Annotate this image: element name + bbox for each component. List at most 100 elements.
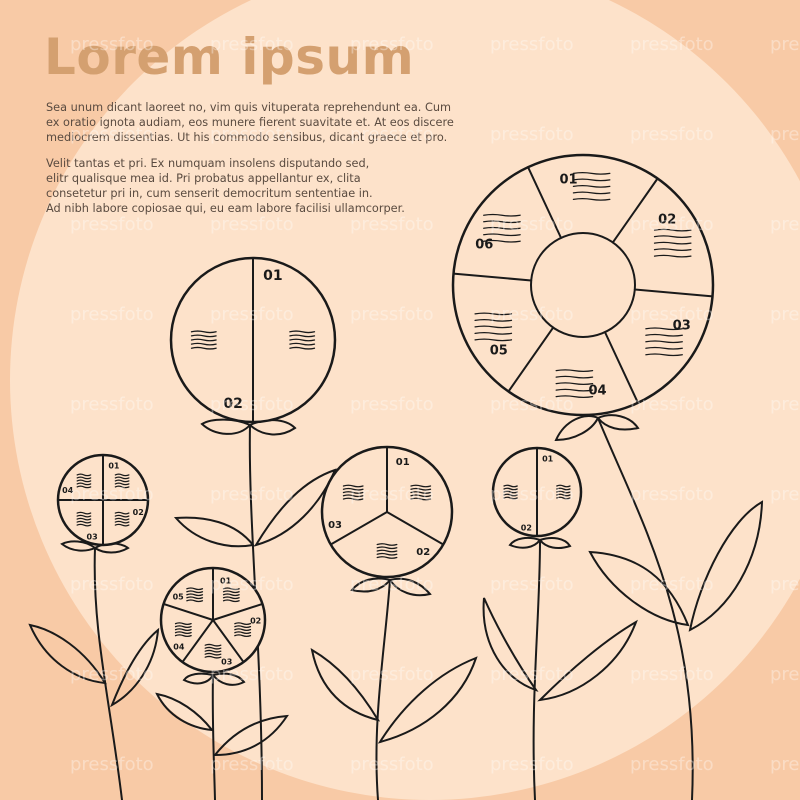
text-squiggle (186, 590, 204, 594)
flower-center (530, 232, 636, 338)
segment-divider (329, 511, 388, 546)
page-title: Lorem ipsum (44, 28, 415, 86)
watermark: pressfoto (350, 394, 434, 415)
text-squiggle (234, 625, 252, 629)
text-squiggle (474, 331, 513, 335)
text-squiggle (186, 593, 204, 597)
text-squiggle (76, 473, 92, 477)
watermark: pressfoto (350, 574, 434, 595)
text-squiggle (190, 346, 217, 350)
segment-label: 01 (396, 457, 410, 468)
text-squiggle (174, 634, 192, 638)
text-squiggle (376, 546, 398, 550)
text-squiggle (289, 330, 316, 334)
text-squiggle (645, 346, 683, 350)
watermark: pressfoto (630, 484, 714, 505)
text-squiggle (645, 327, 683, 331)
watermark: pressfoto (350, 664, 434, 685)
text-squiggle (572, 197, 611, 201)
watermark: pressfoto (490, 394, 574, 415)
text-squiggle (234, 634, 252, 638)
watermark: pressfoto (210, 214, 294, 235)
segment-label: 02 (416, 547, 430, 558)
watermark: pressfoto (70, 214, 154, 235)
text-squiggle (572, 191, 611, 195)
text-squiggle (204, 649, 222, 653)
text-squiggle (572, 171, 611, 175)
segment-divider (452, 272, 533, 282)
watermark: pressfoto (490, 124, 574, 145)
text-squiggle (555, 375, 594, 379)
segment-divider (507, 326, 555, 393)
segment-label: 02 (521, 523, 532, 532)
segment-divider (603, 331, 639, 404)
text-squiggle (503, 484, 518, 488)
text-squiggle (653, 254, 692, 258)
text-squiggle (555, 395, 594, 399)
text-squiggle (204, 655, 222, 659)
watermark: pressfoto (490, 664, 574, 685)
text-squiggle (204, 652, 222, 656)
segment-label: 05 (173, 592, 185, 601)
watermark: pressfoto (210, 754, 294, 775)
text-squiggle (234, 628, 252, 632)
text-squiggle (174, 628, 192, 632)
text-squiggle (76, 482, 92, 486)
watermark: pressfoto (630, 124, 714, 145)
four-part-flower: 01 02 03 04 (56, 453, 150, 547)
watermark: pressfoto (630, 214, 714, 235)
segment-label: 01 (108, 462, 120, 471)
text-squiggle (556, 496, 571, 500)
text-squiggle (76, 479, 92, 483)
watermark: pressfoto (210, 574, 294, 595)
text-squiggle (645, 340, 683, 344)
watermark: pressfoto (630, 34, 714, 55)
text-squiggle (503, 487, 518, 491)
text-squiggle (289, 338, 316, 342)
text-squiggle (289, 342, 316, 346)
text-squiggle (376, 556, 398, 559)
text-squiggle (222, 593, 240, 597)
text-squiggle (342, 497, 364, 501)
watermark: pressfoto (70, 664, 154, 685)
text-squiggle (410, 491, 432, 494)
text-squiggle (410, 487, 432, 491)
watermark: pressfoto (770, 124, 800, 145)
segment-label: 02 (133, 508, 144, 517)
text-squiggle (555, 369, 594, 373)
text-squiggle (483, 213, 521, 217)
text-squiggle (342, 491, 364, 494)
watermark: pressfoto (630, 304, 714, 325)
watermark: pressfoto (210, 484, 294, 505)
segment-label: 04 (62, 486, 74, 495)
watermark: pressfoto (70, 34, 154, 55)
segment-divider (527, 166, 563, 239)
segment-divider (386, 511, 445, 546)
text-squiggle (76, 511, 92, 515)
watermark: pressfoto (70, 484, 154, 505)
text-squiggle (204, 643, 222, 647)
watermark: pressfoto (350, 754, 434, 775)
segment-divider (212, 619, 245, 664)
text-squiggle (483, 220, 521, 224)
segment-label: 03 (87, 532, 98, 541)
watermark: pressfoto (770, 394, 800, 415)
watermark: pressfoto (630, 664, 714, 685)
text-squiggle (76, 485, 92, 489)
text-squiggle (555, 388, 594, 392)
text-squiggle (653, 228, 692, 232)
stems-and-leaves (28, 414, 764, 800)
watermark: pressfoto (70, 574, 154, 595)
segment-label: 04 (588, 384, 606, 399)
text-squiggle (114, 523, 130, 527)
text-squiggle (234, 631, 252, 635)
text-squiggle (289, 346, 316, 350)
text-squiggle (474, 318, 513, 322)
text-squiggle (503, 490, 518, 494)
watermark: pressfoto (350, 484, 434, 505)
watermark: pressfoto (490, 304, 574, 325)
segment-label: 03 (221, 657, 232, 666)
segment-label: 06 (475, 238, 493, 253)
